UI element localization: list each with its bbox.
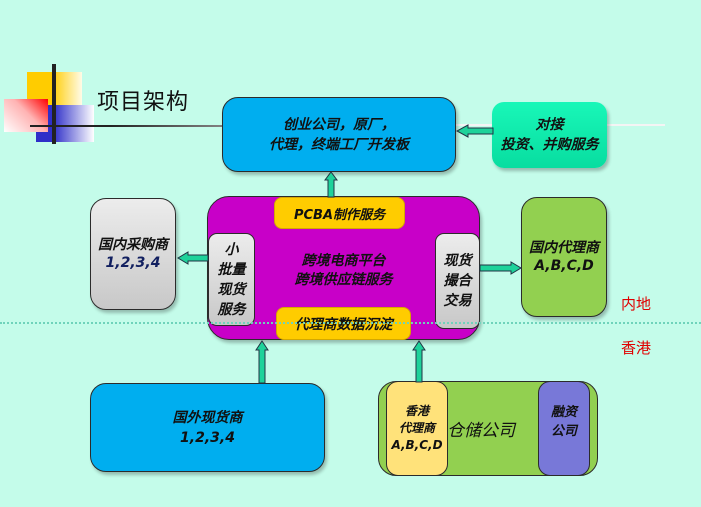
hk-agents-node: 香港 代理商 A,B,C,D: [386, 381, 448, 476]
finance-line-1: 融资: [550, 404, 577, 420]
hk-agents-line-3: A,B,C,D: [391, 438, 443, 452]
arrow-platform-to-domestic-buyers: [177, 251, 209, 265]
finance-line-2: 公司: [550, 423, 577, 439]
title-underline: [30, 125, 230, 127]
region-label-mainland: 内地: [621, 295, 652, 313]
overseas-suppliers-node: 国外现货商 1,2,3,4: [90, 383, 325, 472]
hk-agents-line-2: 代理商: [398, 421, 435, 435]
arrow-warehouse-to-platform: [412, 340, 426, 383]
title-deco-red-square: [4, 99, 48, 132]
overseas-suppliers-line-2: 1,2,3,4: [180, 429, 235, 446]
spot-matching-line-1: 现货: [443, 253, 472, 269]
arrow-overseas-to-platform: [255, 340, 269, 384]
arrow-investment-to-startups: [455, 124, 494, 138]
domestic-buyers-line-1: 国内采购商: [98, 237, 168, 253]
domestic-buyers-node: 国内采购商 1,2,3,4: [90, 198, 176, 310]
warehouse-label: 仓储公司: [447, 421, 515, 441]
pcba-service-node: PCBA制作服务: [274, 197, 405, 229]
spot-matching-node: 现货 撮合 交易: [435, 233, 480, 329]
finance-node: 融资 公司: [538, 381, 590, 476]
platform-node: 跨境电商平台 跨境供应链服务: [207, 196, 480, 340]
overseas-suppliers-line-1: 国外现货商: [172, 409, 243, 426]
investment-line-2: 投资、并购服务: [500, 137, 599, 153]
small-batch-line-1: 小: [224, 241, 239, 258]
title-deco-vertical-bar: [52, 64, 56, 144]
page-title: 项目架构: [97, 90, 190, 115]
small-batch-node: 小 批量 现货 服务: [208, 233, 255, 326]
small-batch-line-4: 服务: [217, 301, 246, 318]
startups-line-2: 代理，终端工厂开发板: [269, 136, 409, 153]
region-label-hongkong: 香港: [621, 339, 652, 357]
startups-line-1: 创业公司，原厂，: [283, 116, 395, 133]
domestic-agents-line-1: 国内代理商: [529, 240, 599, 256]
platform-line-1: 跨境电商平台: [301, 253, 386, 269]
agent-data-label: 代理商数据沉淀: [294, 316, 393, 333]
arrow-platform-to-startups: [324, 171, 338, 198]
startups-node: 创业公司，原厂， 代理，终端工厂开发板: [222, 97, 456, 172]
investment-node: 对接 投资、并购服务: [492, 102, 607, 168]
pcba-label: PCBA制作服务: [293, 207, 386, 223]
platform-line-2: 跨境供应链服务: [294, 272, 393, 288]
domestic-agents-node: 国内代理商 A,B,C,D: [521, 197, 607, 317]
region-divider: [0, 322, 701, 324]
domestic-buyers-line-2: 1,2,3,4: [105, 255, 161, 271]
spot-matching-line-3: 交易: [443, 293, 472, 309]
arrow-platform-to-domestic-agents: [479, 261, 522, 275]
small-batch-line-2: 批量: [217, 261, 246, 278]
domestic-agents-line-2: A,B,C,D: [534, 258, 594, 274]
small-batch-line-3: 现货: [217, 281, 246, 298]
spot-matching-line-2: 撮合: [443, 273, 472, 289]
hk-agents-line-1: 香港: [404, 404, 429, 418]
investment-line-1: 对接: [535, 117, 564, 133]
